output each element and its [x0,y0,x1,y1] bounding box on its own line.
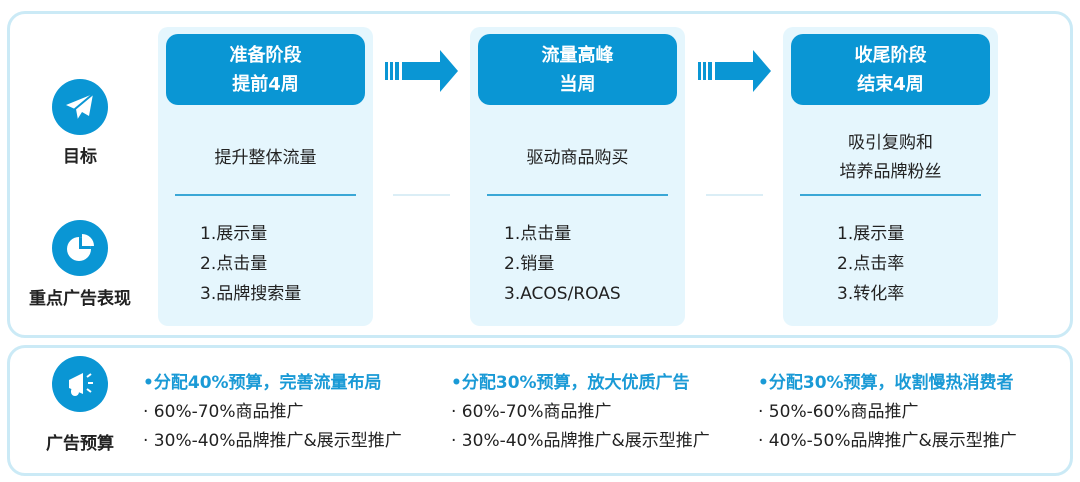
kpi-item: 1.展示量 [200,224,268,244]
stage-card-wrapup: 收尾阶段结束4周 吸引复购和培养品牌粉丝 1.展示量 2.点击率 3.转化率 [783,27,998,326]
strategy-panel [7,11,1073,338]
stage-header: 流量高峰当周 [478,34,677,105]
stage-card-peak: 流量高峰当周 驱动商品购买 1.点击量 2.销量 3.ACOS/ROAS [470,27,685,326]
divider [706,194,763,196]
row-label-goal: 目标 [63,147,97,167]
goal-text: 驱动商品购买 [526,147,629,168]
budget-item: · 50%-60%商品推广 [758,402,919,422]
budget-column: •分配40%预算，完善流量布局 · 60%-70%商品推广 · 30%-40%品牌推… [143,369,402,456]
kpi-list: 1.点击量 2.销量 3.ACOS/ROAS [504,219,621,309]
budget-column: •分配30%预算，收割慢热消费者 · 50%-60%商品推广 · 40%-50%品牌… [758,369,1017,456]
stage-subtitle: 结束4周 [857,73,924,95]
goal-text: 吸引复购和 [848,133,933,153]
kpi-item: 3.品牌搜索量 [200,284,302,304]
kpi-list: 1.展示量 2.点击率 3.转化率 [837,219,904,309]
divider [175,194,356,196]
row-label-kpi: 重点广告表现 [29,289,131,309]
budget-item: · 30%-40%品牌推广&展示型推广 [143,431,402,451]
divider [487,194,668,196]
divider [393,194,450,196]
kpi-item: 3.转化率 [837,284,905,304]
paper-plane-icon [52,79,108,135]
arrow-right-icon [385,50,458,92]
budget-title: •分配40%预算，完善流量布局 [143,373,382,393]
stage-card-prep: 准备阶段提前4周 提升整体流量 1.展示量 2.点击量 3.品牌搜索量 [158,27,373,326]
budget-column: •分配30%预算，放大优质广告 · 60%-70%商品推广 · 30%-40%品牌推… [451,369,710,456]
megaphone-icon [52,356,108,412]
kpi-item: 2.点击率 [837,254,905,274]
budget-item: · 60%-70%商品推广 [451,402,612,422]
budget-panel [7,345,1073,476]
arrow-right-icon [698,50,771,92]
kpi-item: 2.点击量 [200,254,268,274]
goal-text: 培养品牌粉丝 [839,162,942,182]
kpi-item: 3.ACOS/ROAS [504,284,621,304]
budget-title: •分配30%预算，放大优质广告 [451,373,690,393]
stage-title: 收尾阶段 [854,44,927,66]
budget-item: · 40%-50%品牌推广&展示型推广 [758,431,1017,451]
pie-chart-icon [52,220,108,276]
kpi-list: 1.展示量 2.点击量 3.品牌搜索量 [200,219,301,309]
divider [800,194,981,196]
stage-header: 收尾阶段结束4周 [791,34,990,105]
budget-item: · 60%-70%商品推广 [143,402,304,422]
kpi-item: 1.展示量 [837,224,905,244]
stage-title: 流量高峰 [541,44,614,66]
stage-title: 准备阶段 [229,44,302,66]
stage-goal: 提升整体流量 [158,123,373,193]
row-label-budget: 广告预算 [46,434,114,454]
budget-title: •分配30%预算，收割慢热消费者 [758,373,1014,393]
kpi-item: 2.销量 [504,254,555,274]
stage-goal: 驱动商品购买 [470,123,685,193]
stage-header: 准备阶段提前4周 [166,34,365,105]
stage-subtitle: 当周 [559,73,596,95]
goal-text: 提升整体流量 [214,147,317,168]
stage-subtitle: 提前4周 [232,73,299,95]
budget-item: · 30%-40%品牌推广&展示型推广 [451,431,710,451]
kpi-item: 1.点击量 [504,224,572,244]
stage-goal: 吸引复购和培养品牌粉丝 [783,123,998,193]
